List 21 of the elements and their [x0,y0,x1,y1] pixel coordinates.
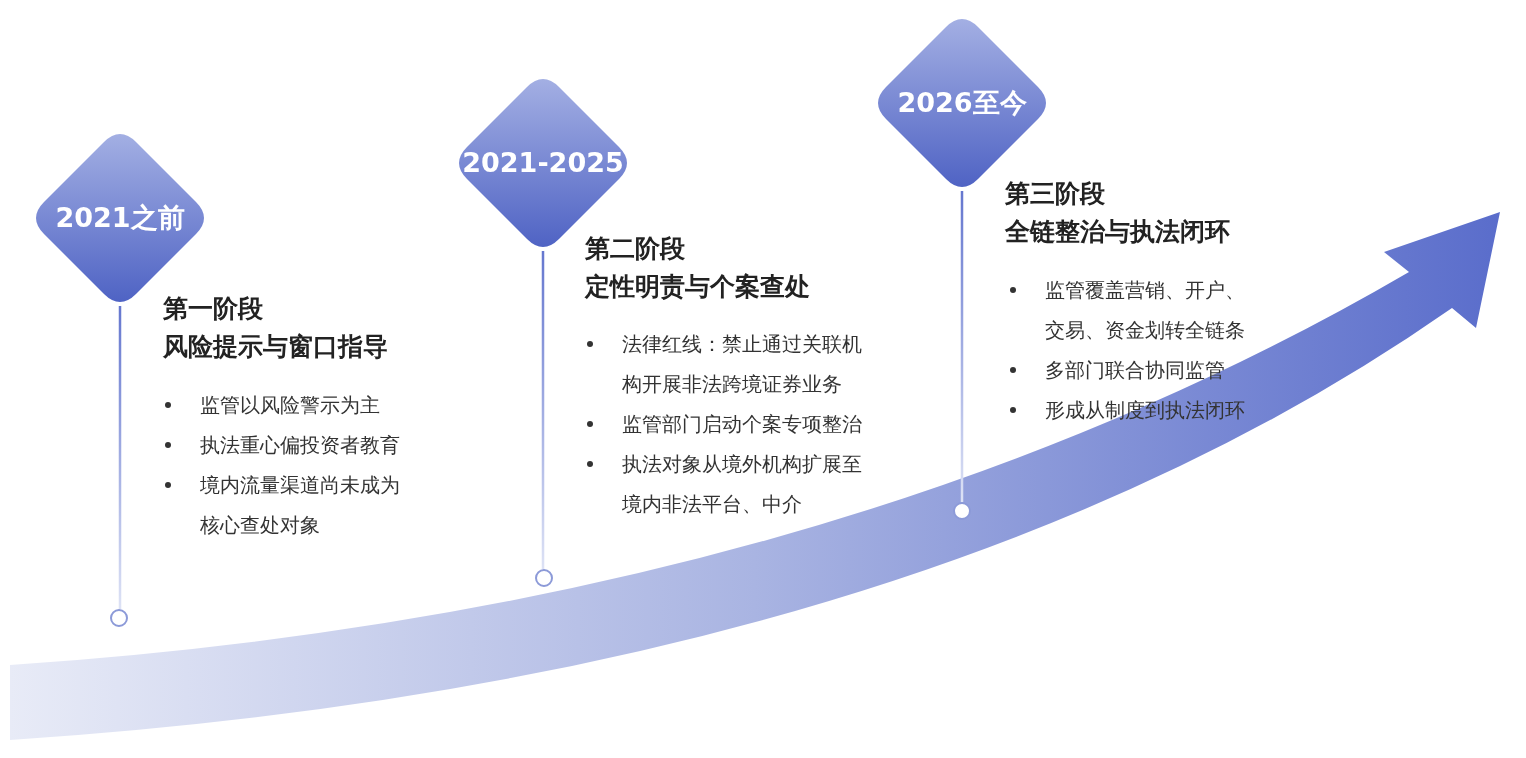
stage-heading: 第一阶段 [163,293,263,325]
end-circle [535,569,553,587]
stage-heading: 定性明责与个案查处 [585,271,810,303]
bullet-text: 法律红线：禁止通过关联机构开展非法跨境证券业务 [622,331,863,398]
bullet-text: 多部门联合协同监管 [1045,357,1226,384]
bullet-text: 境内流量渠道尚未成为核心查处对象 [200,472,401,539]
year-label: 2021之前 [54,201,186,235]
stage-heading: 全链整治与执法闭环 [1005,216,1230,248]
year-label: 2026至今 [896,86,1028,120]
bullet-text: 监管覆盖营销、开户、交易、资金划转全链条 [1045,277,1246,344]
bullet-text: 监管部门启动个案专项整治 [622,411,863,438]
bullet-text: 执法重心偏投资者教育 [200,432,401,459]
year-label: 2021-2025 [461,146,625,180]
bullet-text: 监管以风险警示为主 [200,392,381,419]
end-circle [110,609,128,627]
stage-heading: 风险提示与窗口指导 [163,331,388,363]
bullet-text: 执法对象从境外机构扩展至境内非法平台、中介 [622,451,863,518]
stem-line [541,251,545,569]
stem-line [118,306,122,609]
stage-heading: 第三阶段 [1005,178,1105,210]
stage-heading: 第二阶段 [585,233,685,265]
